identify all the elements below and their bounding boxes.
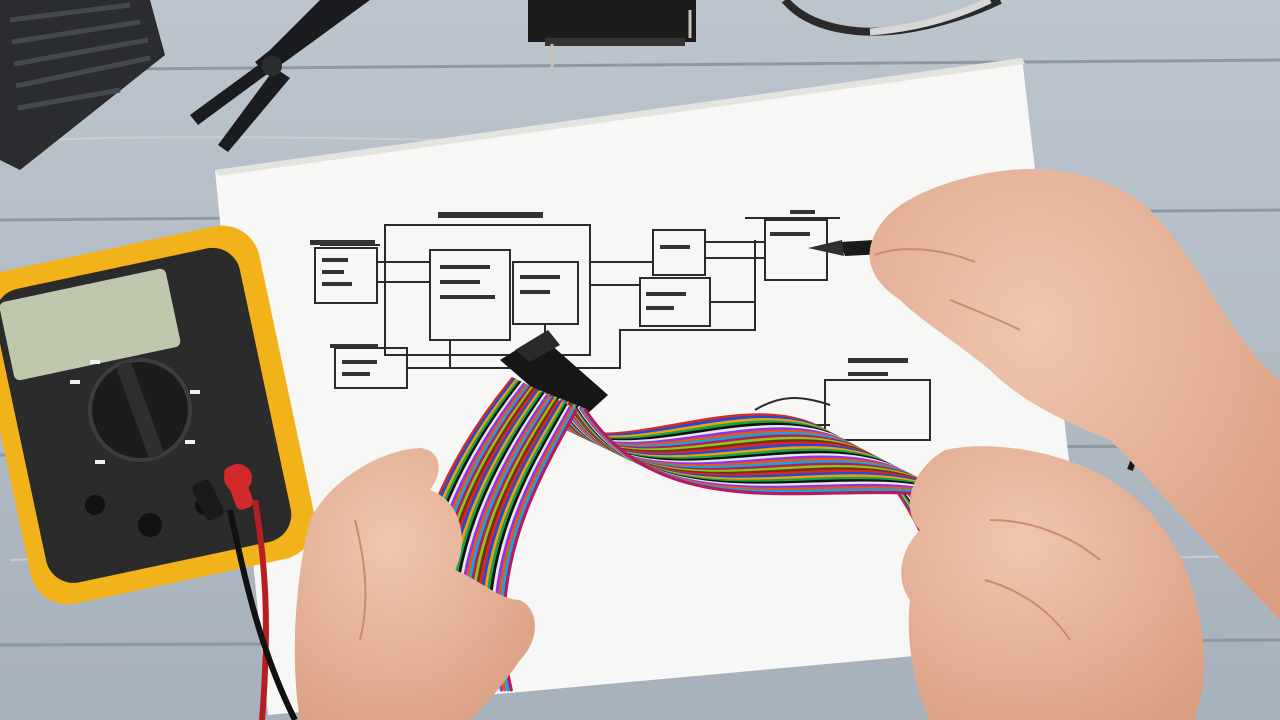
relay bbox=[528, 0, 696, 70]
com-jack bbox=[138, 513, 162, 537]
right-hand-lower bbox=[901, 446, 1205, 720]
harness-connector bbox=[500, 330, 608, 425]
left-hand bbox=[294, 448, 535, 720]
red-probe-lead bbox=[252, 499, 269, 720]
right-hand bbox=[869, 169, 1280, 621]
circuit-diagram-glyphs bbox=[310, 210, 908, 376]
multimeter bbox=[0, 225, 316, 605]
black-probe-lead bbox=[227, 509, 298, 720]
power-supply bbox=[0, 0, 165, 170]
lcd-display bbox=[0, 268, 181, 381]
pliers bbox=[190, 0, 370, 152]
